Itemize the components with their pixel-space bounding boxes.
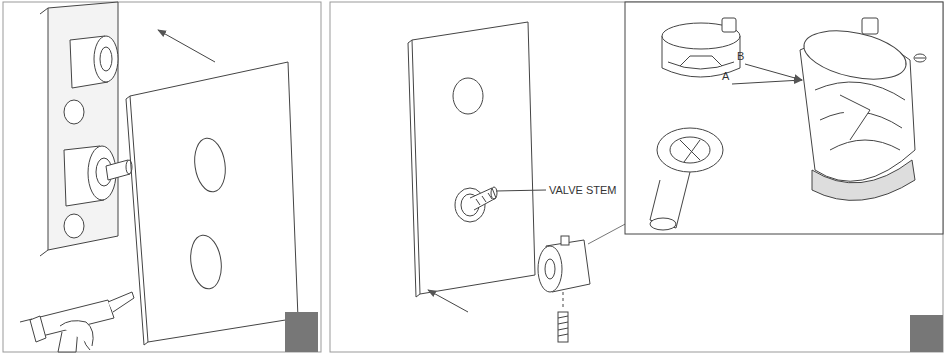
plate-edge xyxy=(408,40,420,297)
cap-top xyxy=(800,23,911,88)
screw-path xyxy=(563,292,564,310)
gun-end xyxy=(30,316,46,342)
sealant-gun xyxy=(20,292,134,352)
wall-recess xyxy=(40,2,118,256)
insert-tube-end xyxy=(650,218,676,230)
pipe-end xyxy=(64,100,84,124)
gun-rod xyxy=(20,319,32,322)
direction-arrow xyxy=(158,30,215,62)
panel-frame xyxy=(330,2,943,352)
recess-back xyxy=(48,2,118,250)
assembly-arrow xyxy=(745,64,802,80)
cap-nub xyxy=(862,18,878,34)
hand-outline xyxy=(60,321,93,346)
pipe-end xyxy=(64,214,84,238)
plate-hole xyxy=(191,136,228,194)
screw-symbol xyxy=(915,58,925,59)
screw-thread xyxy=(558,316,568,336)
plate-edge xyxy=(126,96,148,345)
page-tab xyxy=(285,312,318,352)
cutaway-key xyxy=(840,95,870,140)
grub-screw xyxy=(558,312,568,342)
screw-symbol xyxy=(914,54,926,62)
handle-insert xyxy=(650,128,723,230)
cap-nub xyxy=(722,18,736,32)
handle-cap xyxy=(662,18,740,77)
recess-edge xyxy=(40,8,48,14)
page-tab xyxy=(910,315,943,352)
insert-key xyxy=(680,140,700,162)
plate-face xyxy=(130,62,298,342)
screw-body xyxy=(558,312,568,342)
direction-arrow xyxy=(428,290,468,312)
insert-collar xyxy=(670,137,710,163)
plate-face xyxy=(412,22,535,294)
leader-line xyxy=(496,190,546,191)
handle-nub xyxy=(561,236,569,245)
plate-hole xyxy=(187,233,224,291)
recess-edge xyxy=(40,250,48,256)
insert-collar xyxy=(657,128,723,172)
valve-face xyxy=(94,36,118,82)
gun-nozzle xyxy=(108,292,134,312)
valve-face xyxy=(100,47,112,71)
stem-splines xyxy=(476,193,492,205)
valve-stem xyxy=(470,188,496,210)
cutaway-ribs xyxy=(815,82,905,150)
cap-slot xyxy=(680,56,722,66)
fitted-plate xyxy=(408,22,535,297)
cover-plate xyxy=(126,62,298,345)
cap-base xyxy=(812,160,915,200)
assembled-handle xyxy=(800,18,926,200)
plate-hole xyxy=(453,78,483,114)
part-letter: B xyxy=(737,50,744,62)
part-name: VALVE STEM xyxy=(549,184,616,196)
handle-face xyxy=(538,246,562,292)
handle xyxy=(538,236,590,292)
panel-frame xyxy=(3,2,321,352)
valve-stem xyxy=(491,187,497,199)
assembly-arrow xyxy=(732,80,802,84)
part-letter: A xyxy=(722,70,729,82)
detail-inset xyxy=(625,2,943,234)
valve-body xyxy=(64,36,132,238)
handle-bore xyxy=(545,259,555,279)
